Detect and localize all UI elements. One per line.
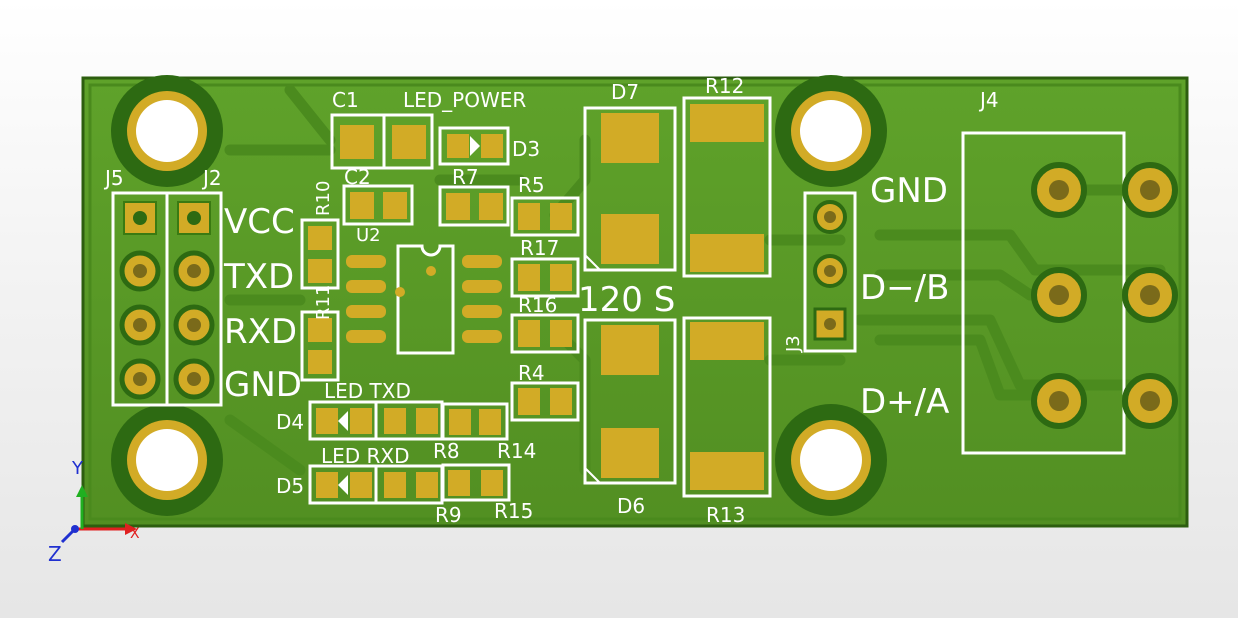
label-d7: D7 xyxy=(611,80,639,104)
header-j5-j2 xyxy=(111,191,223,407)
label-led-power: LED_POWER xyxy=(403,88,526,112)
label-r15: R15 xyxy=(494,499,533,523)
axis-label-x: X xyxy=(130,526,140,542)
resistor-r5 xyxy=(510,196,580,237)
led-d3 xyxy=(438,126,510,166)
label-120s: 120 S xyxy=(578,280,675,320)
mounting-holes xyxy=(111,75,887,516)
label-c1: C1 xyxy=(332,88,359,112)
label-c2: C2 xyxy=(344,165,371,189)
label-rxd: RXD xyxy=(224,312,297,352)
label-r4: R4 xyxy=(518,361,545,385)
label-gnd-left: GND xyxy=(224,365,302,405)
resistor-r13 xyxy=(682,316,772,498)
label-r10: R10 xyxy=(313,181,334,216)
label-d4: D4 xyxy=(276,410,304,434)
mounting-hole xyxy=(775,75,887,187)
label-r14: R14 xyxy=(497,439,536,463)
label-j3: J3 xyxy=(783,335,804,353)
mounting-hole xyxy=(775,404,887,516)
label-gnd-right: GND xyxy=(870,171,948,211)
label-d-minus-b: D−/B xyxy=(860,268,949,308)
label-j4: J4 xyxy=(978,88,999,112)
silkscreen-labels: C1 LED_POWER D7 R12 J4 D3 J5 J2 R10 C2 R… xyxy=(103,74,999,527)
axis-label-y: Y xyxy=(71,458,84,479)
capacitor-c1 xyxy=(330,113,434,170)
label-led-rxd: LED RXD xyxy=(321,444,410,468)
resistor-r10 xyxy=(300,218,340,290)
label-j5: J5 xyxy=(103,166,124,190)
label-r17: R17 xyxy=(520,236,559,260)
diode-d6 xyxy=(583,318,677,485)
label-r7: R7 xyxy=(452,165,479,189)
label-r9: R9 xyxy=(435,503,462,527)
label-r12: R12 xyxy=(705,74,744,98)
resistor-r16 xyxy=(510,313,580,354)
ic-u2 xyxy=(346,244,502,355)
led-d5-row xyxy=(308,463,511,505)
label-u2: U2 xyxy=(356,225,381,246)
label-r13: R13 xyxy=(706,503,745,527)
axis-triad-icon: X Y Z xyxy=(48,458,140,566)
label-d-plus-a: D+/A xyxy=(860,382,949,422)
resistor-r7 xyxy=(438,185,510,227)
label-d3: D3 xyxy=(512,137,540,161)
label-r5: R5 xyxy=(518,173,545,197)
resistor-r12 xyxy=(682,96,772,278)
resistor-r11 xyxy=(300,310,340,382)
resistor-r4 xyxy=(510,381,580,422)
header-j3 xyxy=(803,191,857,353)
label-r8: R8 xyxy=(433,439,460,463)
label-d5: D5 xyxy=(276,474,304,498)
label-r16: R16 xyxy=(518,293,557,317)
label-j2: J2 xyxy=(201,166,222,190)
label-led-txd: LED TXD xyxy=(324,379,411,403)
label-vcc: VCC xyxy=(224,202,295,242)
mounting-hole xyxy=(111,75,223,187)
board-copper-border xyxy=(88,83,1182,521)
terminal-j4 xyxy=(961,131,1178,455)
resistor-r17 xyxy=(510,257,580,298)
label-r11: R11 xyxy=(313,285,334,320)
label-d6: D6 xyxy=(617,494,645,518)
mounting-hole xyxy=(111,404,223,516)
axis-label-z: Z xyxy=(48,542,62,566)
label-txd: TXD xyxy=(223,257,294,297)
led-d4-row xyxy=(308,400,509,441)
diode-d7 xyxy=(583,106,677,272)
capacitor-c2 xyxy=(342,184,414,226)
